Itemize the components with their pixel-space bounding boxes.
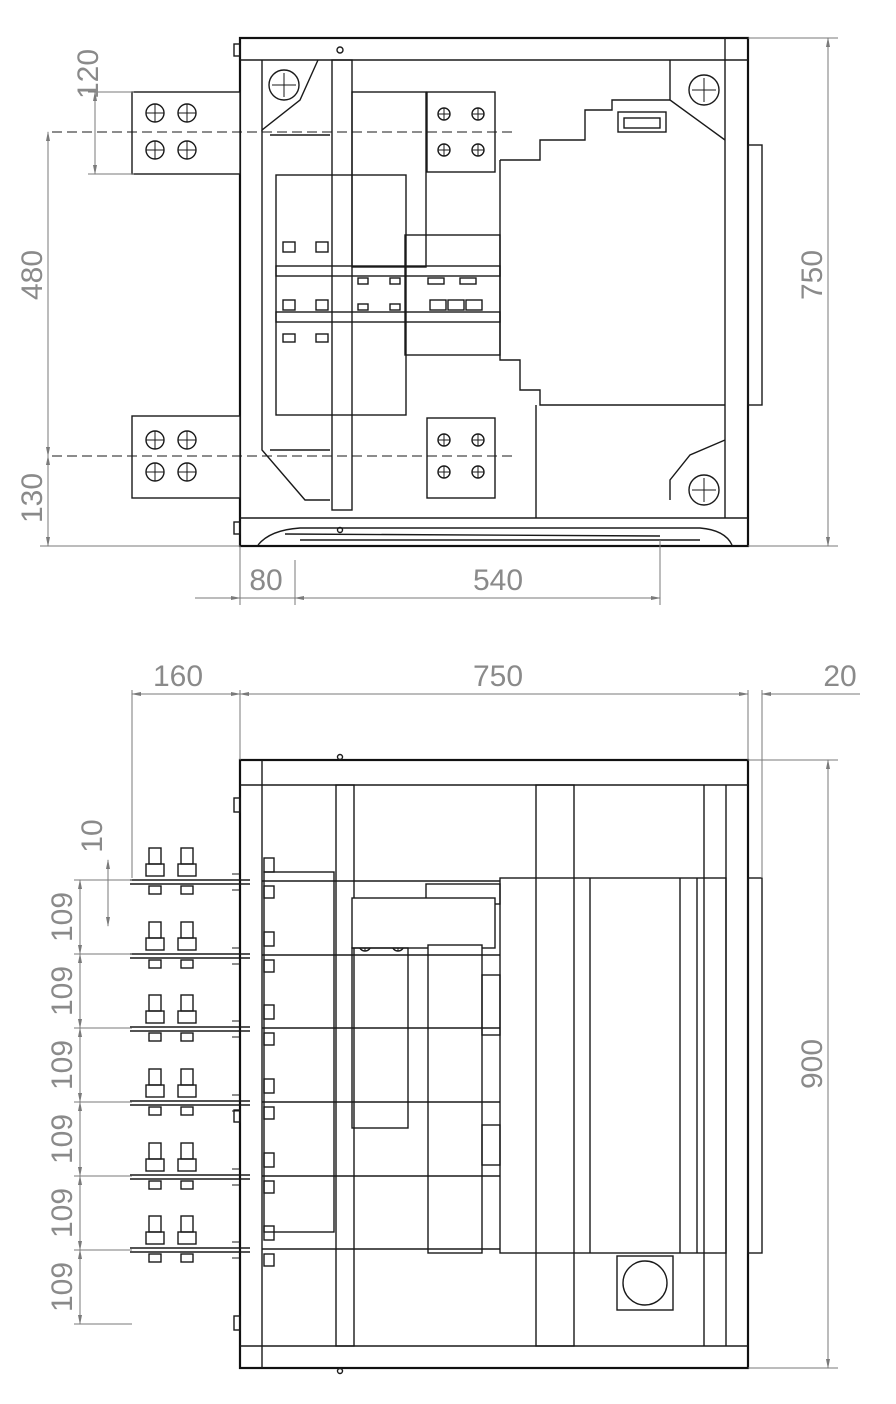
mounting-hole-icon	[268, 69, 300, 101]
dim-pitch: 109	[46, 966, 79, 1016]
dim-pitch: 109	[46, 892, 79, 942]
side-dimensions: 160 750 20 900 10	[76, 660, 860, 1369]
top-dimensions: 120 480 130 750 80 540	[16, 37, 838, 605]
top-view	[52, 36, 763, 548]
bus-row	[130, 921, 500, 973]
dim-bolt-spacing: 480	[16, 250, 49, 300]
dim-top-depth: 750	[796, 250, 829, 300]
bolt-icon	[145, 462, 165, 482]
dim-top-offset: 120	[72, 49, 105, 99]
stud-icon	[148, 994, 162, 1012]
bus-rows	[130, 847, 500, 1267]
bolt-icon	[177, 140, 197, 160]
bolt-icon	[145, 140, 165, 160]
stud-icon	[180, 1142, 194, 1160]
dim-first-gap: 10	[76, 819, 109, 852]
bus-row	[130, 994, 500, 1046]
bolt-icon	[437, 107, 451, 121]
dim-pitch: 109	[46, 1114, 79, 1164]
dim-front-offset: 80	[249, 564, 282, 597]
dim-pitch: 109	[46, 1262, 79, 1312]
bolt-icon	[437, 143, 451, 157]
bolt-icon	[437, 465, 451, 479]
bolt-icon	[471, 107, 485, 121]
stud-icon	[263, 857, 275, 873]
stud-icon	[180, 1215, 194, 1233]
transformer-core	[499, 877, 727, 1254]
mounting-hole-icon	[688, 474, 720, 506]
stud-icon	[148, 1068, 162, 1086]
bolt-icon	[471, 433, 485, 447]
bus-row	[130, 1142, 500, 1194]
stud-icon	[180, 994, 194, 1012]
pitch-dimensions: 109 109 109 109 109 109	[46, 879, 132, 1325]
bolt-icon	[471, 465, 485, 479]
bus-row	[130, 1215, 500, 1267]
stud-icon	[180, 921, 194, 939]
dim-bottom-offset: 130	[16, 473, 49, 523]
dim-pitch: 109	[46, 1188, 79, 1238]
stud-icon	[263, 1152, 275, 1168]
fan-box	[616, 1255, 674, 1311]
stud-icon	[180, 1068, 194, 1086]
stud-icon	[263, 931, 275, 947]
bolt-icon	[177, 103, 197, 123]
bolt-icon	[437, 433, 451, 447]
dim-side-depth: 750	[473, 660, 523, 693]
stud-icon	[148, 921, 162, 939]
bolt-icon	[145, 103, 165, 123]
dim-rear-projection: 20	[823, 660, 856, 693]
stud-icon	[148, 847, 162, 865]
bus-row	[130, 1068, 500, 1120]
stud-icon	[263, 1004, 275, 1020]
bolt-icon	[177, 430, 197, 450]
rail-bolts-top	[282, 241, 483, 343]
stud-icon	[148, 1142, 162, 1160]
bolt-icon	[471, 143, 485, 157]
bus-row	[130, 847, 500, 899]
side-view	[233, 753, 763, 1375]
stud-icon	[180, 847, 194, 865]
fan-icon	[622, 1260, 668, 1306]
stud-icon	[263, 1078, 275, 1094]
terminal-lower	[131, 415, 241, 499]
bus-plate-lower	[426, 417, 496, 499]
bolt-icon	[177, 462, 197, 482]
mounting-hole-icon	[688, 74, 720, 106]
bolt-icon	[145, 430, 165, 450]
dim-side-height: 900	[796, 1039, 829, 1089]
dim-terminal-length: 160	[153, 660, 203, 693]
dim-pitch: 109	[46, 1040, 79, 1090]
stud-icon	[148, 1215, 162, 1233]
dim-rear-offset: 540	[473, 564, 523, 597]
stud-icon	[263, 1225, 275, 1241]
